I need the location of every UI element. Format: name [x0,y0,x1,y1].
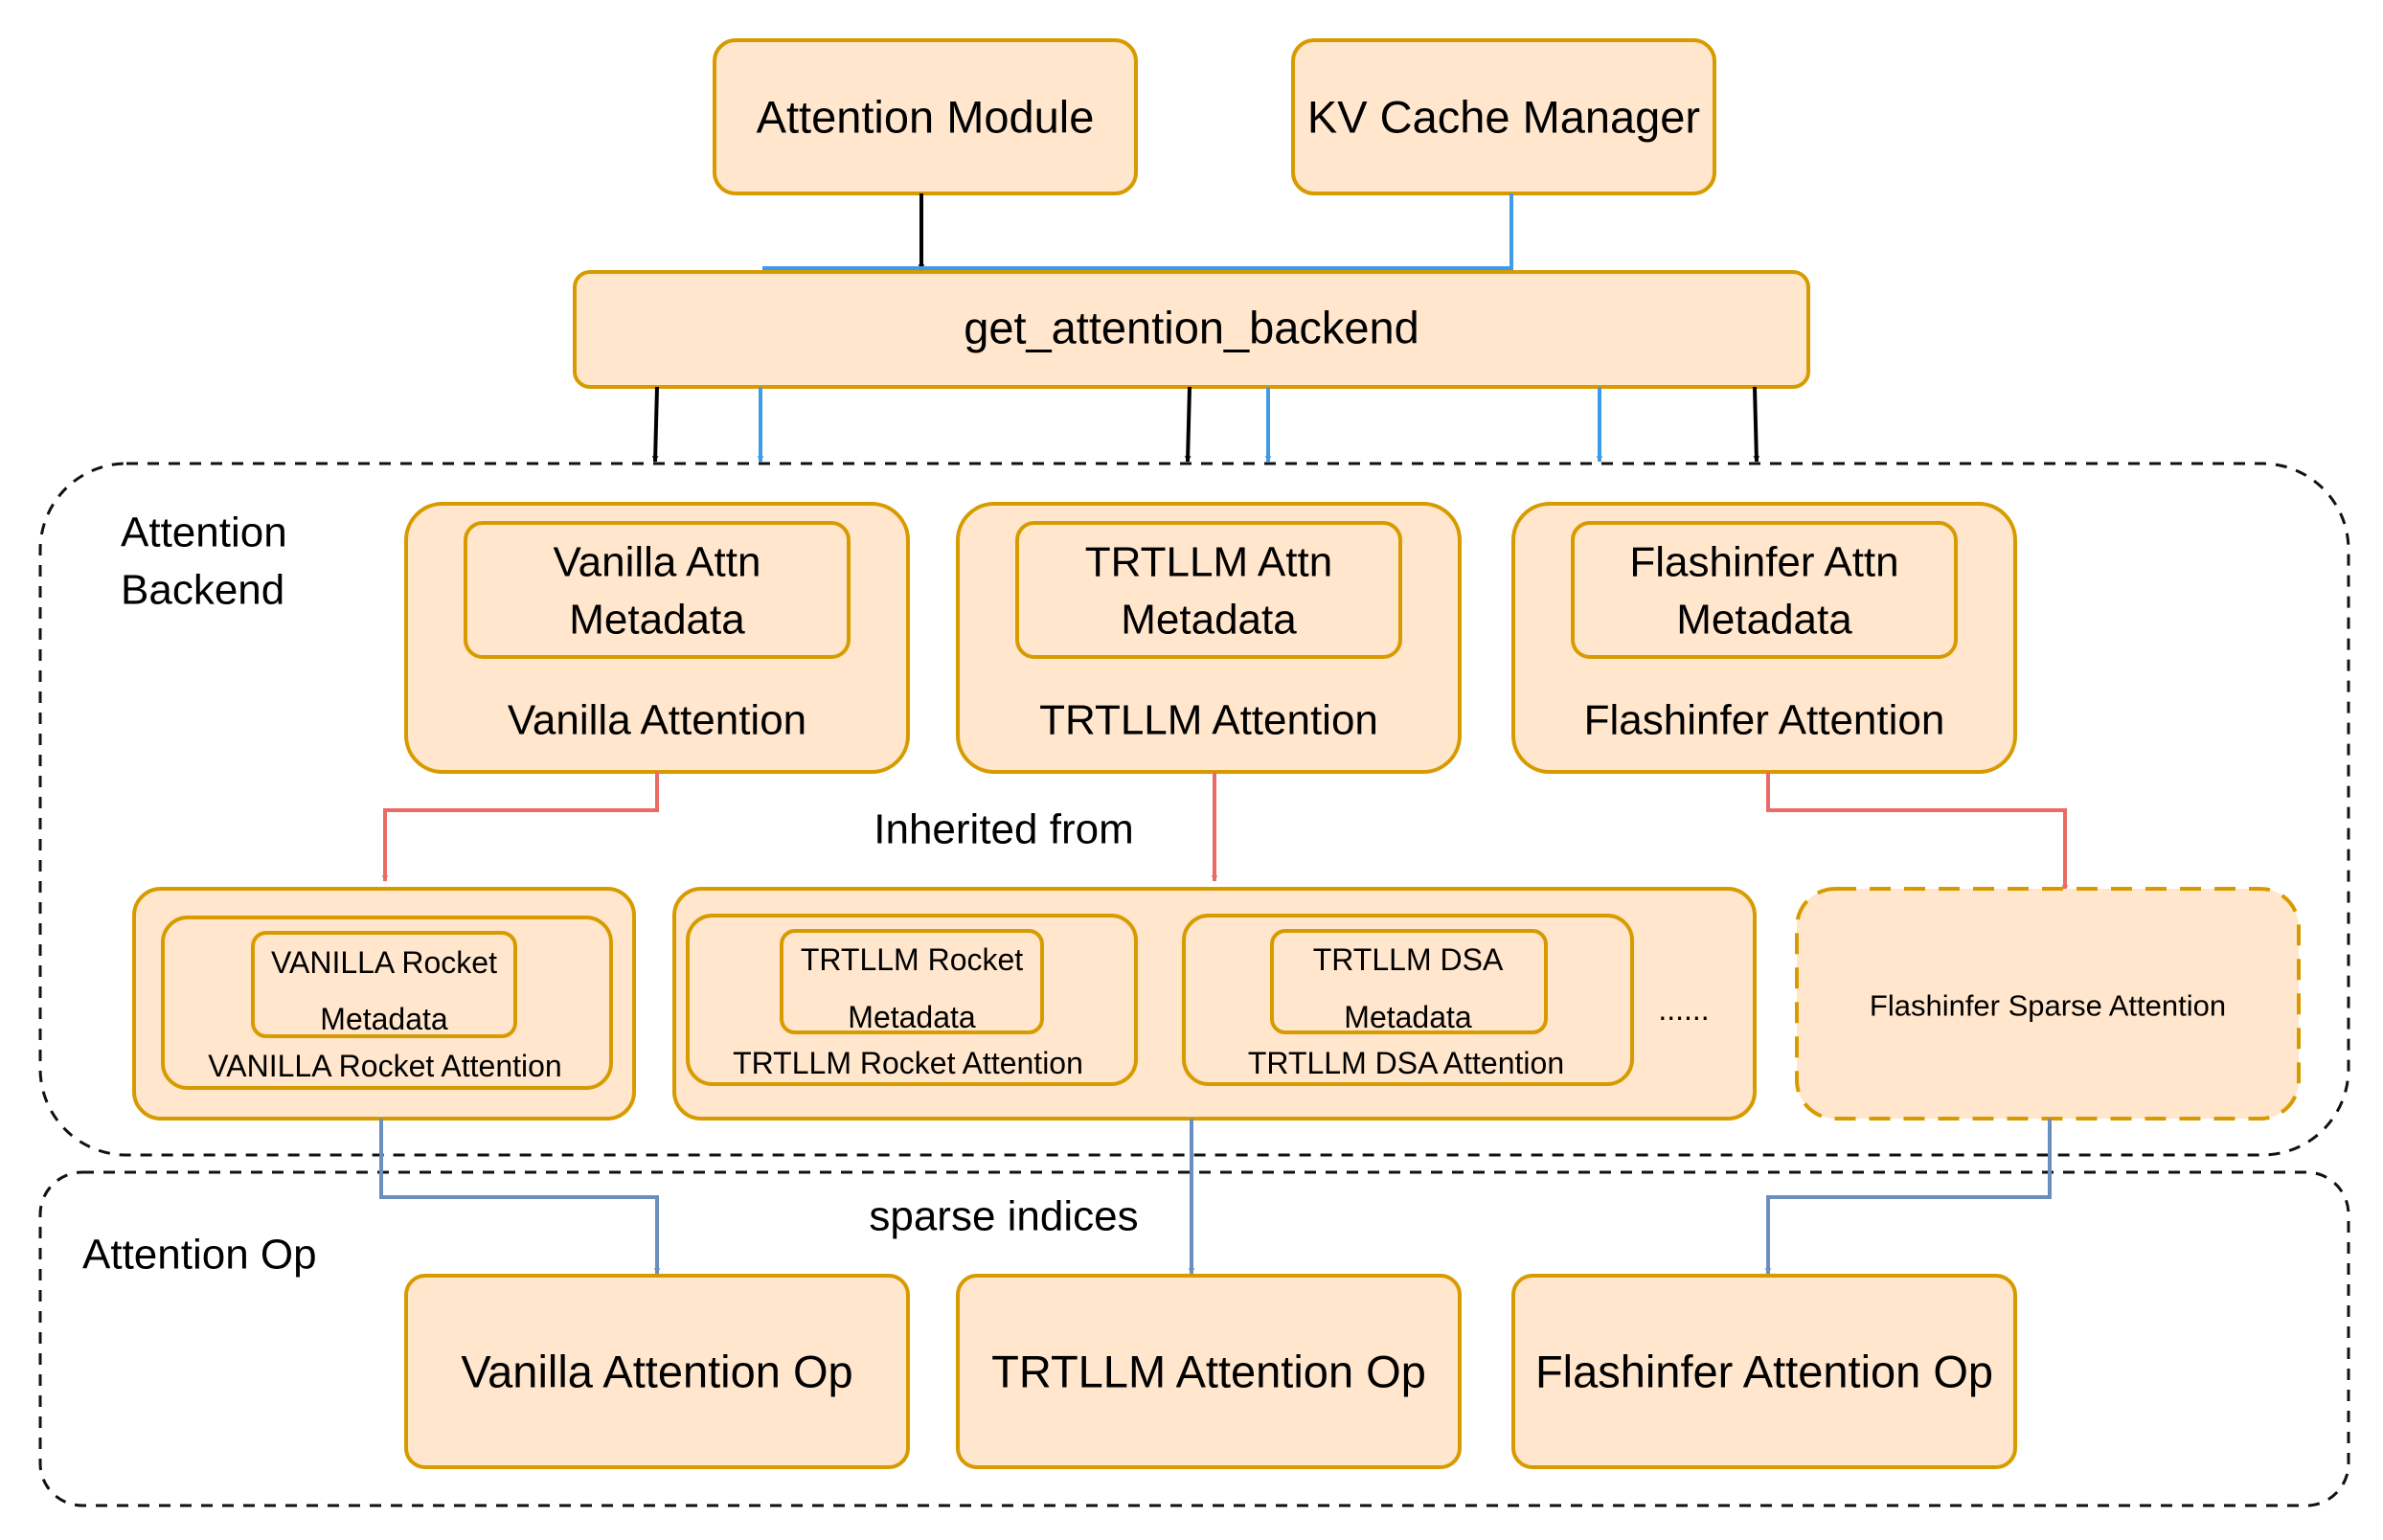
get-attention-backend-box [573,270,1810,389]
flashinfer-sparse-attention-label: Flashinfer Sparse Attention [1870,989,2226,1023]
trtllm-attention-label: TRTLLM Attention [1039,697,1378,744]
arrow-sparse-vanilla [379,1119,661,1275]
arrow-backend-vanilla-black [651,386,659,463]
vanilla-attention-op-box [404,1274,910,1469]
vanilla-rocket-attention-label: VANILLA Rocket Attention [208,1049,561,1083]
trtllm-attn-metadata-box [1015,521,1402,659]
vanilla-rocket-metadata-box [251,931,517,1038]
trtllm-rocket-metadata-line1: TRTLLM Rocket [801,942,1023,977]
trtllm-attention-op-box [956,1274,1462,1469]
inherited-from-label: Inherited from [874,806,1133,853]
connector-kv-to-backend [762,193,1513,270]
attention-module-box [713,38,1138,195]
trtllm-dsa-metadata-line1: TRTLLM DSA [1313,942,1504,977]
attention-op-region-label: Attention Op [82,1232,317,1279]
trtllm-rocket-metadata-box [780,929,1044,1034]
flashinfer-attn-metadata-line1: Flashinfer Attn [1629,539,1898,586]
flashinfer-attn-metadata-line2: Metadata [1676,597,1852,644]
vanilla-attn-metadata-line1: Vanilla Attn [554,539,761,586]
attention-backend-region-label-line2: Backend [121,567,284,614]
trtllm-rocket-metadata-line2: Metadata [848,1000,976,1034]
trtllm-attn-metadata-line2: Metadata [1121,597,1297,644]
flashinfer-attn-metadata-box [1571,521,1958,659]
more-backends-ellipsis: ...... [1658,992,1709,1027]
flashinfer-attention-op-box [1511,1274,2017,1469]
trtllm-rocket-attention-label: TRTLLM Rocket Attention [733,1046,1083,1080]
get-attention-backend-label: get_attention_backend [964,303,1419,353]
flashinfer-attention-op-label: Flashinfer Attention Op [1535,1347,1993,1397]
trtllm-dsa-attention-label: TRTLLM DSA Attention [1248,1046,1564,1080]
arrow-inherit-vanilla [381,772,659,882]
vanilla-attn-metadata-box [464,521,851,659]
attention-backend-region [38,462,2350,1157]
kv-cache-manager-label: KV Cache Manager [1307,92,1700,143]
flashinfer-attention-label: Flashinfer Attention [1584,697,1945,744]
arrow-inherit-flashinfer [1766,772,2069,892]
trtllm-dsa-metadata-box [1270,929,1548,1034]
vanilla-attention-label: Vanilla Attention [508,697,806,744]
attention-backend-region-label: Attention [121,510,287,556]
attention-module-label: Attention Module [757,92,1095,143]
trtllm-attention-op-label: TRTLLM Attention Op [991,1347,1426,1397]
trtllm-attn-metadata-line1: TRTLLM Attn [1085,539,1332,586]
attention-op-region [38,1170,2350,1507]
kv-cache-manager-box [1291,38,1716,195]
vanilla-rocket-metadata-line2: Metadata [320,1002,448,1036]
arrow-sparse-flashinfer [1764,1119,2052,1275]
arrow-backend-flashinfer-black [1753,386,1760,463]
vanilla-attention-op-label: Vanilla Attention Op [461,1347,852,1397]
trtllm-dsa-metadata-line2: Metadata [1344,1000,1472,1034]
sparse-indices-label: sparse indices [869,1193,1138,1240]
vanilla-attn-metadata-line2: Metadata [569,597,745,644]
arrow-backend-trtllm-black [1184,386,1192,463]
vanilla-rocket-metadata-line1: VANILLA Rocket [271,945,497,980]
